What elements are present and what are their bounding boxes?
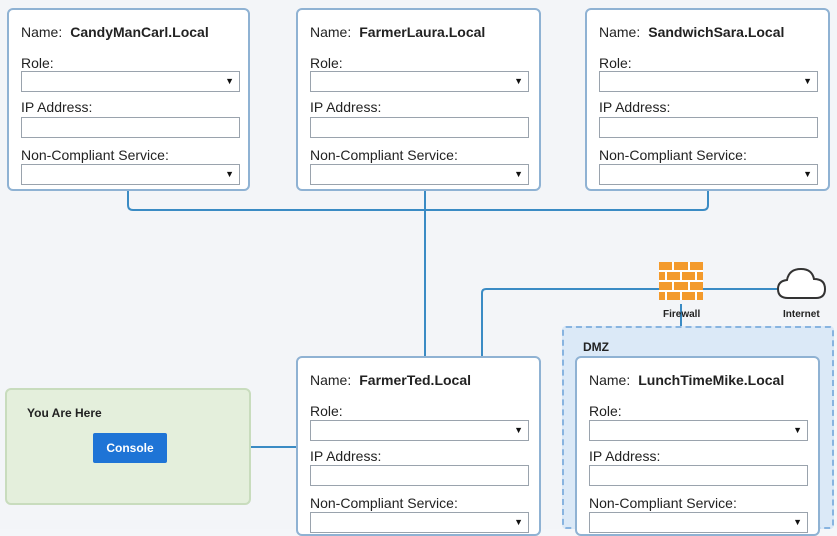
you-are-here-label: You Are Here xyxy=(27,406,102,420)
host-card-lunchtimemike: Name: LunchTimeMike.Local Role: ▼ IP Addr… xyxy=(575,356,820,536)
service-select[interactable]: ▼ xyxy=(599,164,818,185)
chevron-down-icon: ▼ xyxy=(793,425,802,435)
ip-address-field[interactable] xyxy=(589,465,808,486)
service-label: Non-Compliant Service: xyxy=(599,147,747,163)
host-name: LunchTimeMike.Local xyxy=(638,372,785,388)
console-panel: You Are Here Console xyxy=(5,388,251,505)
host-name-row: Name: LunchTimeMike.Local xyxy=(589,372,784,388)
chevron-down-icon: ▼ xyxy=(793,517,802,527)
chevron-down-icon: ▼ xyxy=(514,425,523,435)
chevron-down-icon: ▼ xyxy=(225,169,234,179)
name-label: Name: xyxy=(599,24,641,40)
role-select[interactable]: ▼ xyxy=(589,420,808,441)
console-button[interactable]: Console xyxy=(93,433,167,463)
host-name: FarmerLaura.Local xyxy=(359,24,486,40)
host-card-candymancarl: Name: CandyManCarl.Local Role: ▼ IP Addre… xyxy=(7,8,250,191)
host-name: FarmerTed.Local xyxy=(359,372,472,388)
service-select[interactable]: ▼ xyxy=(21,164,240,185)
chevron-down-icon: ▼ xyxy=(225,76,234,86)
role-label: Role: xyxy=(21,55,54,71)
chevron-down-icon: ▼ xyxy=(803,76,812,86)
chevron-down-icon: ▼ xyxy=(514,76,523,86)
role-label: Role: xyxy=(589,403,622,419)
role-label: Role: xyxy=(599,55,632,71)
role-select[interactable]: ▼ xyxy=(21,71,240,92)
ip-address-field[interactable] xyxy=(310,117,529,138)
ip-address-field[interactable] xyxy=(21,117,240,138)
host-name-row: Name: FarmerTed.Local xyxy=(310,372,471,388)
ip-label: IP Address: xyxy=(599,99,671,115)
host-name-row: Name: CandyManCarl.Local xyxy=(21,24,209,40)
ip-address-field[interactable] xyxy=(599,117,818,138)
role-label: Role: xyxy=(310,403,343,419)
host-card-farmerlaura: Name: FarmerLaura.Local Role: ▼ IP Addres… xyxy=(296,8,541,191)
name-label: Name: xyxy=(21,24,63,40)
dmz-label: DMZ xyxy=(583,340,609,354)
firewall-label: Firewall xyxy=(663,309,701,320)
ip-label: IP Address: xyxy=(310,448,382,464)
service-label: Non-Compliant Service: xyxy=(589,495,737,511)
cloud-icon[interactable] xyxy=(776,264,828,302)
host-name-row: Name: FarmerLaura.Local xyxy=(310,24,485,40)
chevron-down-icon: ▼ xyxy=(514,169,523,179)
service-select[interactable]: ▼ xyxy=(310,164,529,185)
brick-firewall-icon[interactable] xyxy=(659,262,703,300)
internet-label: Internet xyxy=(783,309,820,320)
host-name: SandwichSara.Local xyxy=(648,24,785,40)
chevron-down-icon: ▼ xyxy=(514,517,523,527)
ip-address-field[interactable] xyxy=(310,465,529,486)
ip-label: IP Address: xyxy=(310,99,382,115)
role-select[interactable]: ▼ xyxy=(310,420,529,441)
name-label: Name: xyxy=(310,372,352,388)
role-label: Role: xyxy=(310,55,343,71)
host-card-farmerted: Name: FarmerTed.Local Role: ▼ IP Address:… xyxy=(296,356,541,536)
ip-label: IP Address: xyxy=(21,99,93,115)
name-label: Name: xyxy=(310,24,352,40)
host-name: CandyManCarl.Local xyxy=(70,24,209,40)
service-label: Non-Compliant Service: xyxy=(310,495,458,511)
service-select[interactable]: ▼ xyxy=(310,512,529,533)
ip-label: IP Address: xyxy=(589,448,661,464)
top-bus-line xyxy=(127,190,709,211)
name-label: Name: xyxy=(589,372,631,388)
service-label: Non-Compliant Service: xyxy=(21,147,169,163)
service-label: Non-Compliant Service: xyxy=(310,147,458,163)
role-select[interactable]: ▼ xyxy=(310,71,529,92)
role-select[interactable]: ▼ xyxy=(599,71,818,92)
chevron-down-icon: ▼ xyxy=(803,169,812,179)
service-select[interactable]: ▼ xyxy=(589,512,808,533)
host-card-sandwichsara: Name: SandwichSara.Local Role: ▼ IP Addre… xyxy=(585,8,830,191)
host-name-row: Name: SandwichSara.Local xyxy=(599,24,784,40)
firewall-link-line xyxy=(481,288,664,356)
